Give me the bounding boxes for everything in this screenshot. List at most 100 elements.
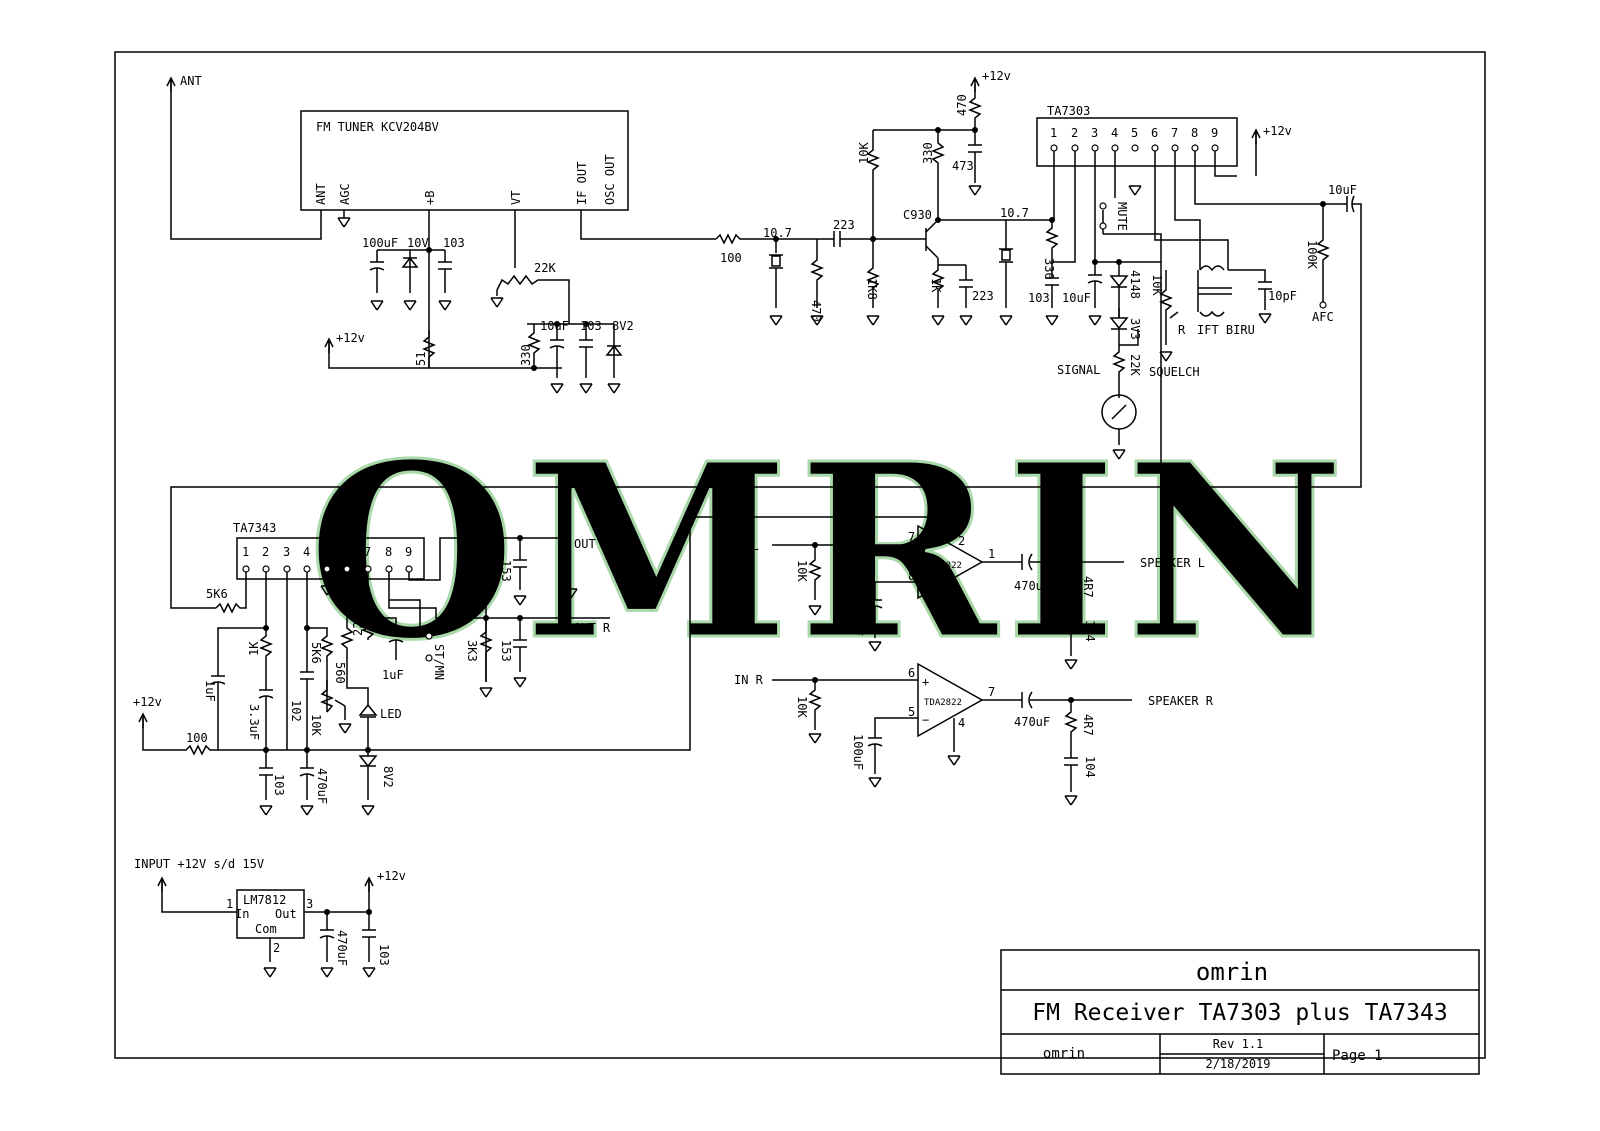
r1k-a-label: 1K <box>929 278 943 293</box>
reg-c470uf-label: 470uF <box>335 930 349 966</box>
afc-label: AFC <box>1312 310 1334 324</box>
ta7343-pin-9: 9 <box>405 545 412 559</box>
amp-r-pin5: 5 <box>908 705 915 719</box>
v12-dec-label: +12v <box>133 695 162 709</box>
c3u3-label: 3.3uF <box>247 704 261 740</box>
ant-label: ANT <box>180 74 202 88</box>
c10uf-b-label: 10uF <box>1062 291 1091 305</box>
c223b-label: 223 <box>972 289 994 303</box>
watermark: OMRIN <box>307 411 1353 693</box>
st-mn-label: ST/MN <box>432 644 446 680</box>
pot10k-label: 10K <box>309 714 323 736</box>
c103a-label: 103 <box>443 236 465 250</box>
reg-in-label: In <box>235 907 249 921</box>
c10uf-a-label: 10uF <box>540 319 569 333</box>
title-company: omrin <box>1196 958 1268 986</box>
ta7303-pin-2: 2 <box>1071 126 1078 140</box>
ta7303-pin-6: 6 <box>1151 126 1158 140</box>
c1uf-b-label: 1uF <box>382 668 404 682</box>
tuner-pin-b: +B <box>423 191 437 205</box>
r4r7-r-label: 4R7 <box>1081 714 1095 736</box>
r3k3a-label: 3K3 <box>465 556 479 578</box>
c1uf-label: 1uF <box>203 680 217 702</box>
c470uf-amp-l-label: 470uF <box>1014 579 1050 593</box>
c104-l-label: 104 <box>1083 620 1097 642</box>
led-label: LED <box>380 707 402 721</box>
r100-dec-label: 100 <box>186 731 208 745</box>
amp-r-ic-label: TDA2822 <box>924 698 962 708</box>
in-l-label: IN L <box>730 539 759 553</box>
reg-pin2: 2 <box>273 941 280 955</box>
v12-b-label: +12v <box>982 69 1011 83</box>
amp-l-pin1: 1 <box>988 547 995 561</box>
ta7303-pin-3: 3 <box>1091 126 1098 140</box>
c103c-label: 103 <box>1028 291 1050 305</box>
amp-r-plus: + <box>922 675 929 689</box>
c102-label: 102 <box>289 700 303 722</box>
tuner-pin-agc: AGC <box>338 183 352 205</box>
ift-label: IFT BIRU <box>1197 323 1255 337</box>
ta7343-label: TA7343 <box>233 521 276 535</box>
c473-label: 473 <box>952 159 974 173</box>
ta7303-pin-1: 1 <box>1050 126 1057 140</box>
r10k-b-label: 10K <box>1150 274 1164 296</box>
amp-r-minus: − <box>922 713 929 727</box>
out-l-label: OUT L <box>574 537 610 551</box>
reg-com-label: Com <box>255 922 277 936</box>
v12-c-label: +12v <box>1263 124 1292 138</box>
r4r7-l-label: 4R7 <box>1081 576 1095 598</box>
reg-pin3: 3 <box>306 897 313 911</box>
tuner-pin-osc-out: OSC OUT <box>603 154 617 205</box>
amp-l-ic-label: TDA2822 <box>924 561 962 571</box>
speaker-l-label: SPEAKER L <box>1140 556 1205 570</box>
r10k-amp-l-label: 10K <box>795 560 809 582</box>
ta7343-pin-8: 8 <box>385 545 392 559</box>
c470uf-amp-r-label: 470uF <box>1014 715 1050 729</box>
d4148-label: 4148 <box>1128 270 1142 299</box>
tuner-pin-ant: ANT <box>314 183 328 205</box>
r330a-label: 330 <box>519 344 533 366</box>
title-date: 2/18/2019 <box>1205 1057 1270 1071</box>
reg-ic-label: LM7812 <box>243 893 286 907</box>
c223a-label: 223 <box>833 218 855 232</box>
c10pf-label: 10pF <box>1268 289 1297 303</box>
r330b-label: 330 <box>921 142 935 164</box>
r1k-label: 1K <box>247 641 261 656</box>
r330c-label: 330 <box>1042 258 1056 280</box>
r470a-label: 470 <box>809 300 823 322</box>
tuner-title: FM TUNER KCV204BV <box>316 120 439 134</box>
amp-r-pin7: 7 <box>988 685 995 699</box>
c103b-label: 103 <box>580 319 602 333</box>
c10uf-c-label: 10uF <box>1328 183 1357 197</box>
mute-label: MUTE <box>1115 202 1129 231</box>
ta7303-pin-5: 5 <box>1131 126 1138 140</box>
reg-pin1: 1 <box>226 897 233 911</box>
amp-r-pin6: 6 <box>908 666 915 680</box>
amp-r-pin4: 4 <box>958 716 965 730</box>
amp-l-pin8: 8 <box>908 569 915 583</box>
in-r-label: IN R <box>734 673 764 687</box>
r3k3b-label: 3K3 <box>465 640 479 662</box>
squelch-label: SQUELCH <box>1149 365 1200 379</box>
squelch-pot-r-label: R <box>1178 323 1186 337</box>
xtal-a-label: 10.7 <box>763 226 792 240</box>
ta7343-pin-4: 4 <box>303 545 310 559</box>
sheet-border <box>114 51 1486 1059</box>
title-rev: Rev 1.1 <box>1213 1037 1264 1051</box>
title-block <box>1000 949 1480 1075</box>
v12-a-label: +12v <box>336 331 365 345</box>
r560-label: 560 <box>333 662 347 684</box>
z10v-label: 10V <box>407 236 429 250</box>
d3v3-label: 3V3 <box>1128 318 1142 340</box>
ta7343-pin-6: 6 <box>343 545 350 559</box>
r51-label: 51 <box>414 352 428 366</box>
title-author: omrin <box>1043 1046 1085 1062</box>
reg-c103-label: 103 <box>377 944 391 966</box>
ta7343-pin-7: 7 <box>364 545 371 559</box>
c470uf-dec-label: 470uF <box>315 768 329 804</box>
transistor-label: C930 <box>903 208 932 222</box>
c153a-label: 153 <box>499 560 513 582</box>
c100uf-label: 100uF <box>362 236 398 250</box>
r22k-b-label: 22K <box>1128 354 1142 376</box>
r5k6a-label: 5K6 <box>206 587 228 601</box>
